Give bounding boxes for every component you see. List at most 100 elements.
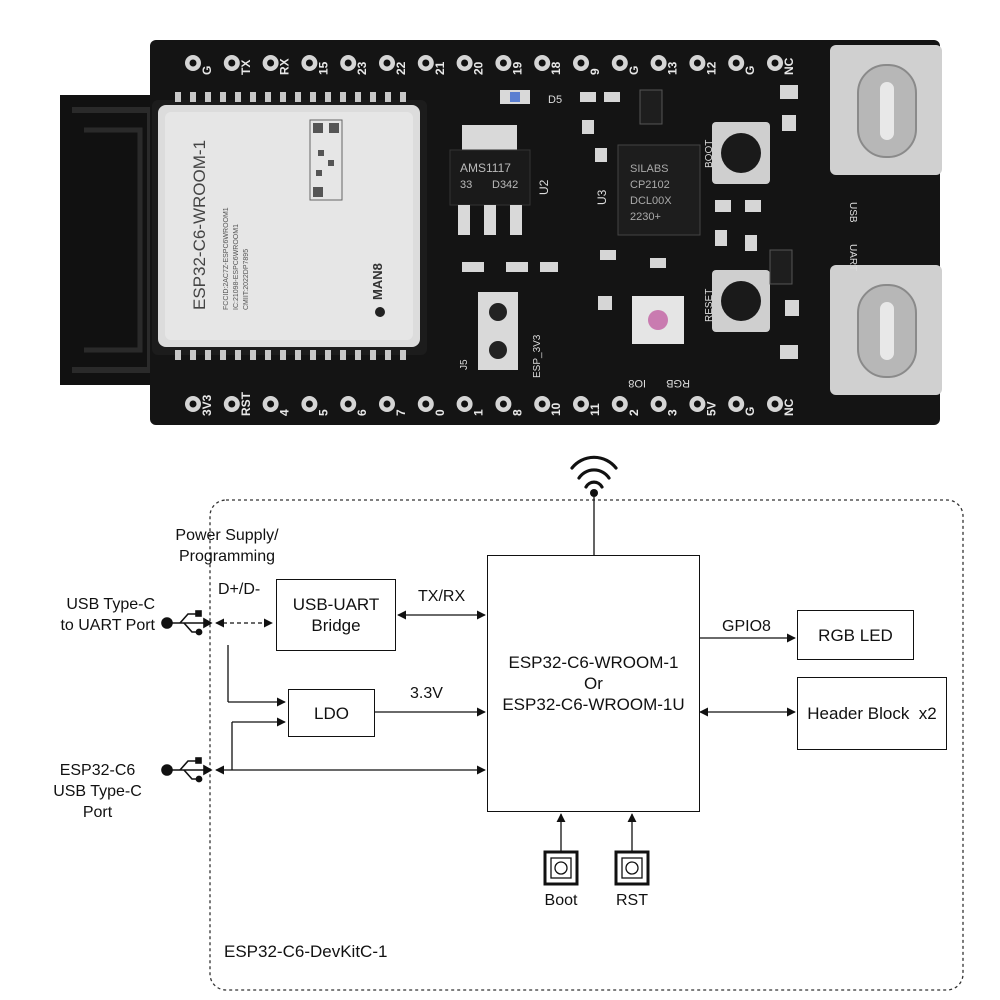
top-pin-label: 22 [394, 61, 408, 75]
top-pin-hole [383, 59, 391, 67]
top-pin-hole [771, 59, 779, 67]
bottom-pin-label: 4 [278, 409, 292, 416]
bottom-pin-hole [228, 400, 236, 408]
usb-plug-icon-uart [161, 610, 213, 636]
top-pin-hole [344, 59, 352, 67]
usb-c-connector-uart [830, 45, 942, 175]
bottom-pin-hole [344, 400, 352, 408]
bottom-pin-hole [655, 400, 663, 408]
bottom-pin-label: 3V3 [200, 394, 214, 416]
top-pin-label: 9 [588, 68, 602, 75]
regulator-text: AMS1117 [460, 161, 511, 175]
rgb-led-box: RGB LED [797, 610, 914, 660]
module-label: ESP32-C6-WROOM-1 [190, 140, 209, 310]
module-ic: IC:21098-ESPC6WROOM1 [233, 224, 240, 310]
bottom-pin-label: 8 [510, 409, 524, 416]
rst-label: RST [616, 892, 648, 909]
top-pin-label: NC [782, 57, 796, 75]
module-cmiit: CMIIT:2022DP7895 [243, 249, 250, 310]
uart-chip-line4: 2230+ [630, 211, 661, 223]
top-pin-hole [538, 59, 546, 67]
header-block-box: Header Block x2 [797, 677, 947, 750]
led-ref: D5 [548, 94, 562, 106]
bottom-pin-hole [499, 400, 507, 408]
top-pin-hole [189, 59, 197, 67]
top-pin-hole [732, 59, 740, 67]
top-pin-hole [228, 59, 236, 67]
top-pin-label: G [743, 66, 757, 75]
usb-uart-line2: Bridge [311, 616, 361, 635]
uart-port-label-1: USB Type-C [66, 596, 155, 613]
top-pin-label: RX [278, 58, 292, 75]
usb-uart-bridge-box: USB-UART Bridge [276, 579, 396, 651]
bottom-pin-label: 1 [472, 409, 486, 416]
main-line3: ESP32-C6-WROOM-1U [502, 695, 685, 714]
usb-silk: USB [847, 202, 858, 223]
j5-silk: J5 [459, 359, 470, 370]
wifi-icon [570, 455, 618, 489]
esp3v3-silk: ESP_3V3 [532, 334, 543, 378]
module-fcc: FCCID:2AC7Z-ESPC6WROOM1 [223, 207, 230, 310]
top-pin-hole [305, 59, 313, 67]
regulator-sub-1: 33 [460, 179, 472, 191]
top-pin-hole [267, 59, 275, 67]
j5-jumper [478, 292, 518, 370]
bottom-pin-label: 6 [355, 409, 369, 416]
top-pin-label: 19 [510, 61, 524, 75]
io8-silk: IO8 [628, 377, 646, 389]
bottom-pin-hole [616, 400, 624, 408]
uart-chip-line3: DCL00X [630, 195, 672, 207]
header-block-label: Header Block x2 [807, 704, 937, 723]
power-label-1: Power Supply/ [175, 527, 279, 544]
power-label-2: Programming [178, 548, 276, 565]
bottom-pin-hole [305, 400, 313, 408]
bottom-pin-label: 2 [627, 409, 641, 416]
usb-plug-icon-esp [161, 757, 213, 783]
rgb-led-photo [632, 296, 684, 344]
uart-chip-line2: CP2102 [630, 179, 670, 191]
rgb-silk: RGB [666, 377, 690, 389]
top-pin-label: 12 [704, 61, 718, 75]
main-line1: ESP32-C6-WROOM-1 [508, 653, 679, 672]
bottom-pin-hole [693, 400, 701, 408]
bottom-pin-hole [383, 400, 391, 408]
devkit-label: ESP32-C6-DevKitC-1 [224, 942, 388, 961]
uart-port-label-2: to UART Port [60, 617, 155, 634]
txrx-label: TX/RX [418, 588, 466, 605]
esp-port-label-3: Port [82, 804, 113, 821]
gpio8-label: GPIO8 [722, 618, 771, 635]
esp-port-label-1: ESP32-C6 [59, 762, 136, 779]
bottom-pin-label: 5V [704, 401, 718, 416]
bottom-pin-label: RST [239, 391, 253, 416]
boot-label: Boot [544, 892, 578, 909]
regulator-ref: U2 [537, 179, 551, 195]
devkit-board-illustration: ESP32-C6-WROOM-1 FCCID:2AC7Z-ESPC6WROOM1… [60, 40, 942, 425]
module-qr-code [309, 119, 343, 201]
top-pin-hole [616, 59, 624, 67]
bottom-pin-label: 7 [394, 409, 408, 416]
uart-chip-ref: U3 [595, 189, 609, 205]
top-pin-label: 21 [433, 61, 447, 75]
top-pin-label: G [200, 66, 214, 75]
bottom-pin-label: 5 [316, 409, 330, 416]
top-pin-label: G [627, 66, 641, 75]
module-logo: MAN8 [370, 263, 385, 300]
bottom-pin-hole [267, 400, 275, 408]
boot-button-icon [543, 850, 579, 886]
bottom-pin-label: 3 [666, 409, 680, 416]
antenna-area [60, 95, 160, 385]
ldo-box: LDO [288, 689, 375, 737]
top-pin-label: 20 [472, 61, 486, 75]
top-pin-label: 23 [355, 61, 369, 75]
rgb-led-label: RGB LED [818, 625, 893, 645]
top-pin-label: 18 [549, 61, 563, 75]
top-pin-hole [693, 59, 701, 67]
top-pin-hole [655, 59, 663, 67]
bottom-pin-label: G [743, 407, 757, 416]
top-pin-hole [499, 59, 507, 67]
esp-port-label-2: USB Type-C [53, 783, 142, 800]
bottom-pin-hole [461, 400, 469, 408]
top-pin-hole [461, 59, 469, 67]
board-photo: ESP32-C6-WROOM-1 FCCID:2AC7Z-ESPC6WROOM1… [0, 0, 1000, 440]
